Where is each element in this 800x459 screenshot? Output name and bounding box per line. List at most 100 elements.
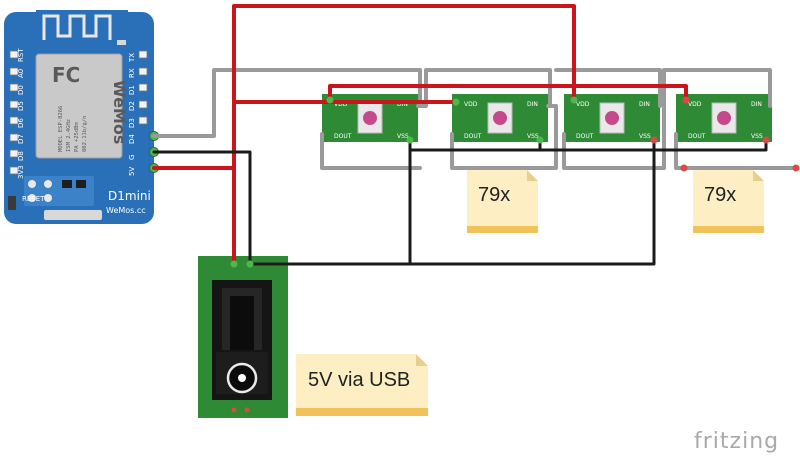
junction-dot — [792, 164, 800, 172]
left-pin-header: RST A0 D0 D5 D6 D7 D8 3V3 — [9, 48, 25, 179]
pin-label: D6 — [17, 118, 25, 128]
led-strip-2: VDD DIN DOUT VSS — [452, 94, 548, 142]
note-paper — [467, 170, 538, 233]
reset-label: RESET — [22, 195, 45, 203]
note-text: 79x — [704, 184, 736, 206]
chip-icon — [76, 180, 86, 188]
led-icon — [363, 111, 377, 125]
junction-dot — [680, 164, 688, 172]
wemos-d1-mini-board: FC WeMos MODEL ESP-8266 ISM 2.4GHz PA +2… — [4, 10, 159, 224]
strip-vdd-label: VDD — [334, 101, 348, 108]
note-band — [467, 226, 538, 233]
pin-pad — [9, 149, 19, 158]
model-line-4: 802.11b/g/n — [82, 116, 88, 152]
strip-vdd-label: VDD — [464, 101, 478, 108]
junction-dot — [682, 96, 690, 104]
barrel-jack-cavity — [230, 296, 254, 350]
esp8266-shield — [35, 53, 123, 159]
strip-vdd-label: VDD — [688, 101, 702, 108]
wemos-logo-text: WeMos — [110, 80, 129, 144]
pin-label: D7 — [17, 134, 25, 144]
pin-pad — [9, 83, 19, 92]
right-pin-header: TX RX D1 D2 D3 D4 G 5V — [128, 50, 159, 176]
pin-label: RX — [128, 68, 136, 78]
fcc-logo: FC — [52, 63, 80, 87]
pin-pad — [9, 133, 19, 142]
ground-wire — [248, 138, 656, 266]
pin-label: G — [128, 155, 136, 160]
pin-pad — [138, 116, 148, 125]
pin-pad — [9, 166, 19, 175]
junction-dot — [650, 136, 658, 144]
junction-dot — [326, 96, 334, 104]
pad-icon — [44, 180, 52, 188]
junction-points — [230, 96, 800, 268]
junction-dot — [230, 260, 238, 268]
pin-pad — [138, 100, 148, 109]
board-name: D1mini — [108, 189, 151, 203]
led-icon — [605, 111, 619, 125]
strip-vss-label: VSS — [751, 133, 763, 140]
strip-dout-label: DOUT — [464, 133, 482, 140]
note-text: 79x — [478, 184, 510, 206]
wires — [152, 4, 798, 266]
note-79x-b: 79x — [693, 170, 764, 233]
strip-dout-label: DOUT — [576, 133, 594, 140]
led-icon — [717, 111, 731, 125]
data-wire — [554, 68, 662, 108]
pin-pad — [9, 116, 19, 125]
data-wire — [418, 68, 552, 108]
note-paper — [693, 170, 764, 233]
pin-label: RST — [17, 48, 25, 62]
junction-dot — [570, 96, 578, 104]
note-5v-usb: 5V via USB — [296, 354, 428, 416]
power-wire — [232, 4, 576, 266]
jack-center-pin-icon — [238, 374, 246, 382]
power-wire — [328, 84, 688, 102]
strip-vss-label: VSS — [527, 133, 539, 140]
strip-din-label: DIN — [751, 101, 762, 108]
pin-label: A0 — [17, 69, 25, 78]
pad-icon — [44, 194, 52, 202]
note-band — [296, 408, 428, 416]
strip-din-label: DIN — [639, 101, 650, 108]
strip-vss-label: VSS — [639, 133, 651, 140]
strip-din-label: DIN — [397, 101, 408, 108]
junction-dot — [246, 260, 254, 268]
dc-barrel-jack-module — [198, 256, 288, 418]
strip-dout-label: DOUT — [688, 133, 706, 140]
led-package — [599, 102, 625, 134]
note-fold — [753, 170, 764, 181]
note-fold — [416, 354, 428, 366]
note-paper — [296, 354, 428, 416]
junction-dot — [406, 136, 414, 144]
note-text: 5V via USB — [308, 369, 410, 391]
strip-dout-label: DOUT — [334, 133, 352, 140]
pin-pad — [9, 50, 19, 59]
pad-icon — [28, 194, 36, 202]
model-line-1: MODEL ESP-8266 — [58, 106, 64, 152]
board-site: WeMos.cc — [106, 206, 146, 215]
antenna-component — [117, 40, 126, 45]
pin-pad — [9, 67, 19, 76]
pin-label: D5 — [17, 101, 25, 111]
pin-label: TX — [128, 53, 136, 63]
junction-dot — [536, 136, 544, 144]
junction-dot — [452, 98, 460, 106]
strip-vss-label: VSS — [397, 133, 409, 140]
note-79x-a: 79x — [467, 170, 538, 233]
strip-vdd-label: VDD — [576, 101, 590, 108]
pin-label: D2 — [128, 101, 136, 111]
pin-label: 3V3 — [17, 165, 25, 179]
data-wire — [674, 132, 798, 170]
data-wire — [450, 104, 558, 170]
pin-label: D0 — [17, 85, 25, 95]
usb-connector — [44, 210, 102, 220]
ground-wire — [152, 150, 252, 266]
led-indicator-icon — [231, 407, 237, 413]
led-strip-3: VDD DIN DOUT VSS — [564, 94, 660, 142]
pin-label: D3 — [128, 118, 136, 128]
pin-label: D1 — [128, 85, 136, 95]
strip-din-label: DIN — [527, 101, 538, 108]
